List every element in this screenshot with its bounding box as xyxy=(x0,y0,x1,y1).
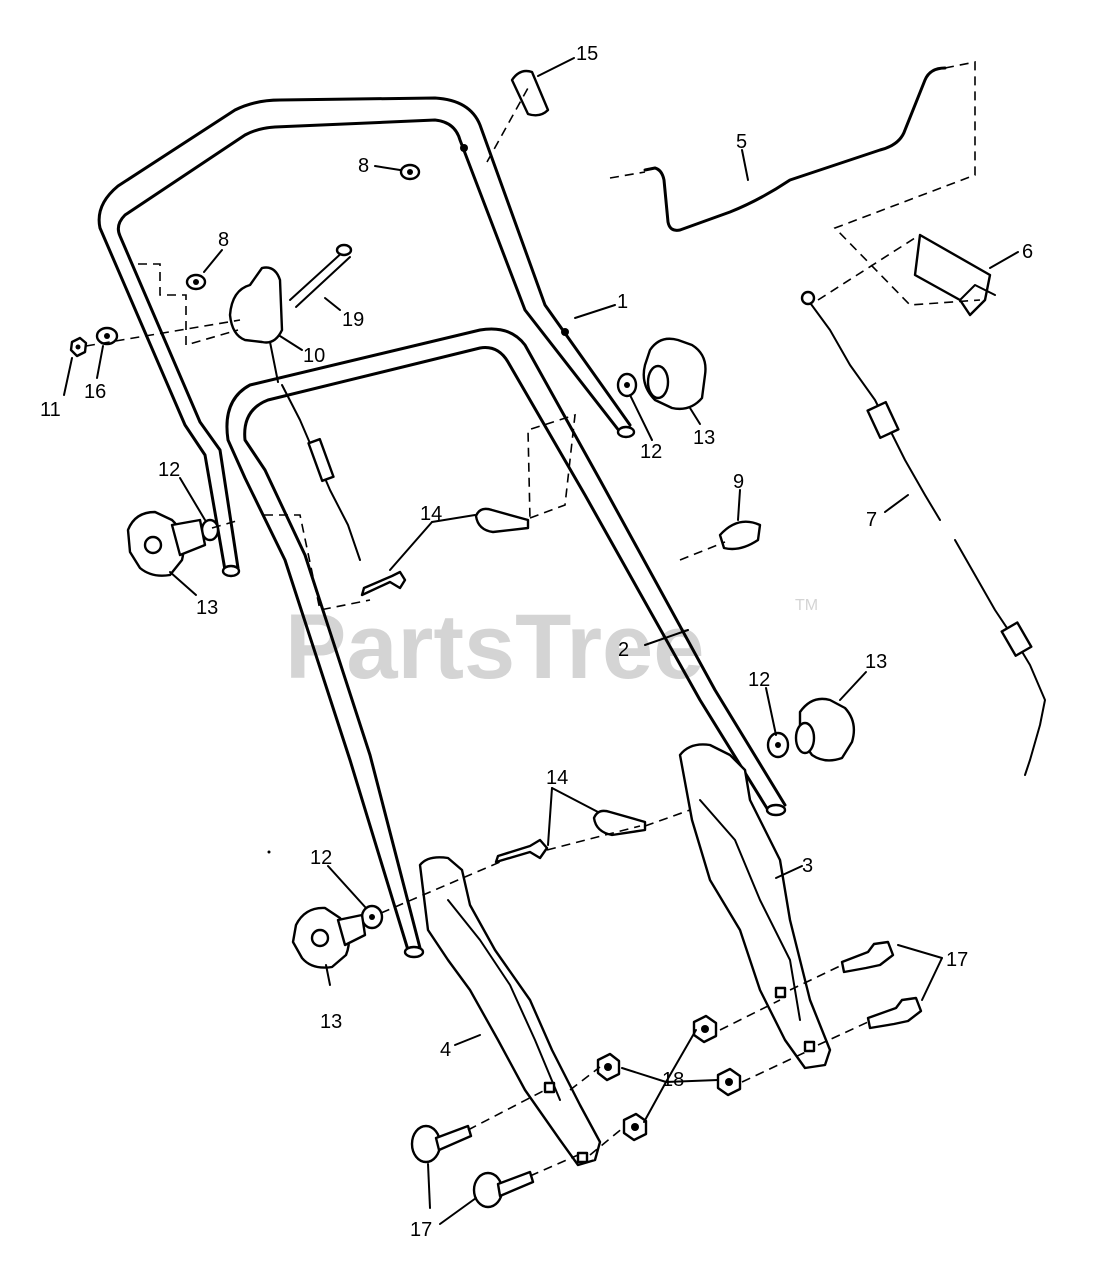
bolt-17-lower-b xyxy=(472,1170,535,1209)
bushing-8-upper xyxy=(399,163,421,181)
bolt-14-lower-left xyxy=(494,838,549,864)
control-rod xyxy=(643,66,947,232)
knob-13-lower xyxy=(291,906,367,969)
callout-13-lower: 13 xyxy=(320,1011,342,1033)
bushing-8-left xyxy=(185,273,207,291)
callout-12-right: 12 xyxy=(748,669,770,691)
callout-6: 6 xyxy=(1022,241,1033,263)
callout-12-top: 12 xyxy=(640,441,662,463)
knob-13-top xyxy=(642,337,707,411)
upper-handle xyxy=(97,96,636,578)
callout-numbers: 15 5 8 8 6 1 19 10 11 16 12 13 12 13 9 1… xyxy=(40,43,1033,1241)
callout-14-upper: 14 xyxy=(420,503,442,525)
knob-13-left xyxy=(126,510,207,577)
callout-11: 11 xyxy=(40,399,61,421)
callout-3: 3 xyxy=(802,855,813,877)
callout-13-right: 13 xyxy=(865,651,887,673)
washer-12-lower xyxy=(360,904,384,930)
callout-8-upper: 8 xyxy=(358,155,369,177)
callout-12-lower: 12 xyxy=(310,847,332,869)
bolt-14-upper xyxy=(474,507,530,534)
callout-17-lower: 17 xyxy=(410,1219,432,1241)
callout-14-lower: 14 xyxy=(546,767,568,789)
stray-mark xyxy=(267,850,271,854)
callout-2: 2 xyxy=(618,639,629,661)
grip-sleeve xyxy=(510,69,550,117)
bolt-14-upper-left xyxy=(360,570,407,597)
callout-1: 1 xyxy=(617,291,628,313)
bolt-14-lower xyxy=(592,809,647,837)
leader-lines xyxy=(63,57,1019,1225)
nut-18-c xyxy=(596,1052,621,1082)
washer-16 xyxy=(95,326,119,346)
nut-18-d xyxy=(622,1112,648,1142)
nut-18-a xyxy=(692,1014,718,1044)
lower-handle xyxy=(225,327,787,959)
callout-16: 16 xyxy=(84,381,106,403)
watermark-text: PartsTree xyxy=(285,596,704,698)
callout-19: 19 xyxy=(342,309,364,331)
callout-13-left: 13 xyxy=(196,597,218,619)
callout-15: 15 xyxy=(576,43,598,65)
watermark-trademark: TM xyxy=(795,597,818,614)
throttle-control xyxy=(228,266,361,561)
knob-13-right xyxy=(794,697,856,762)
callout-17-right: 17 xyxy=(946,949,968,971)
nut-18-b xyxy=(716,1067,742,1097)
nut-11 xyxy=(69,336,88,358)
bolt-17-upper xyxy=(840,940,895,974)
right-bracket-plate xyxy=(678,743,832,1070)
callout-18: 18 xyxy=(662,1069,684,1091)
control-cable xyxy=(800,290,1046,776)
callout-4: 4 xyxy=(440,1039,451,1061)
bracket xyxy=(913,233,996,317)
callout-8-left: 8 xyxy=(218,229,229,251)
pin-19 xyxy=(289,243,353,308)
left-bracket-plate xyxy=(418,856,602,1167)
callout-9: 9 xyxy=(733,471,744,493)
callout-13-top: 13 xyxy=(693,427,715,449)
callout-5: 5 xyxy=(736,131,747,153)
bolt-17-mid xyxy=(866,996,923,1030)
washer-12-right xyxy=(766,731,790,759)
callout-10: 10 xyxy=(303,345,325,367)
callout-12-left: 12 xyxy=(158,459,180,481)
cable-clip-9 xyxy=(718,520,762,551)
assembly-lines xyxy=(85,61,981,1177)
bolt-17-lower-a xyxy=(410,1124,473,1164)
washer-12-top xyxy=(616,372,638,398)
callout-7: 7 xyxy=(866,509,877,531)
